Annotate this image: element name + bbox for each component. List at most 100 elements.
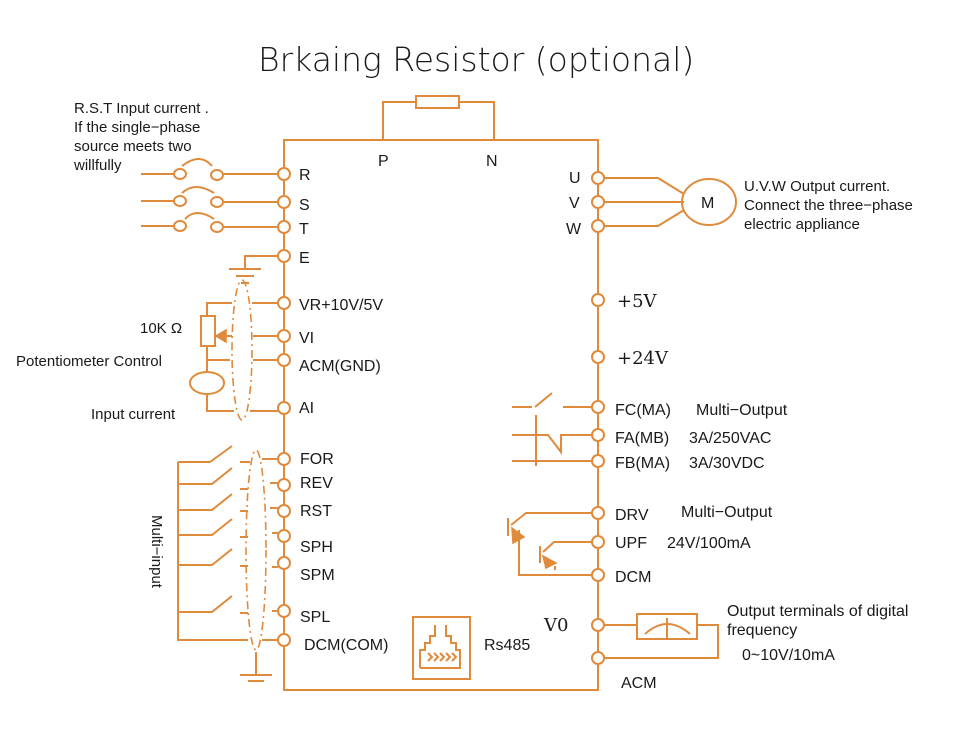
- terminal-spm: [277, 556, 291, 570]
- svg-text:U.V.W Output current.: U.V.W Output current.: [744, 178, 890, 195]
- rs485-port: [412, 616, 471, 680]
- svg-text:3A/30VDC: 3A/30VDC: [689, 455, 765, 472]
- svg-text:R: R: [299, 167, 311, 184]
- wiper-arrow: [214, 328, 227, 344]
- terminal-upf: [591, 535, 605, 549]
- svg-text:VR+10V/5V: VR+10V/5V: [299, 297, 383, 314]
- resistor-symbol: [415, 95, 460, 109]
- braking-resistor: [382, 95, 495, 140]
- terminal-spl: [277, 604, 291, 618]
- terminal-s: [277, 195, 291, 209]
- svg-text:FA(MB): FA(MB): [615, 430, 669, 447]
- terminal-rst: [277, 504, 291, 518]
- svg-text:VI: VI: [299, 330, 314, 347]
- potentiometer-label: Potentiometer Control: [16, 353, 162, 370]
- svg-text:3A/250VAC: 3A/250VAC: [689, 430, 771, 447]
- terminal-5v: [591, 293, 605, 307]
- svg-text:+5V: +5V: [617, 291, 658, 312]
- svg-text:Output terminals of digital: Output terminals of digital: [727, 603, 908, 620]
- svg-text:SPH: SPH: [300, 539, 333, 556]
- potentiometer-circuit: [189, 302, 278, 412]
- svg-text:SPL: SPL: [300, 609, 330, 626]
- terminal-v0: [591, 618, 605, 632]
- resistor-value-label: 10K Ω: [140, 320, 182, 337]
- svg-text:0~10V/10mA: 0~10V/10mA: [742, 647, 835, 664]
- relay-contacts: [512, 392, 592, 466]
- svg-text:E: E: [299, 250, 310, 267]
- potentiometer-symbol: [200, 315, 216, 347]
- earth-ground: [229, 255, 278, 284]
- svg-text:RST: RST: [300, 503, 332, 520]
- svg-text:DCM(COM): DCM(COM): [304, 637, 388, 654]
- svg-text:electric appliance: electric appliance: [744, 216, 860, 233]
- motor-symbol: [681, 178, 737, 226]
- motor-note: U.V.W Output current. Connect the three−…: [744, 178, 913, 233]
- right-terminal-labels: U V W +5V +24V FC(MA) FA(MB) FB(MA) DRV …: [543, 170, 671, 692]
- svg-text:ACM(GND): ACM(GND): [299, 358, 381, 375]
- multi-input-switches: [177, 445, 278, 682]
- terminal-dcm-com: [277, 633, 291, 647]
- terminal-acm: [591, 651, 605, 665]
- svg-text:UPF: UPF: [615, 535, 647, 552]
- svg-text:AI: AI: [299, 400, 314, 417]
- svg-text:ACM: ACM: [621, 675, 657, 692]
- left-terminals: [277, 167, 291, 647]
- input-note: R.S.T Input current . If the single−phas…: [73, 100, 209, 174]
- svg-text:W: W: [566, 221, 582, 238]
- svg-text:FB(MA): FB(MA): [615, 455, 670, 472]
- terminal-t: [277, 220, 291, 234]
- svg-text:S: S: [299, 197, 310, 214]
- terminal-fc: [591, 400, 605, 414]
- svg-text:V: V: [569, 195, 580, 212]
- multi-input-label: Multi−input: [148, 515, 165, 589]
- analog-shield: [231, 279, 253, 421]
- svg-text:willfully: willfully: [73, 157, 122, 174]
- terminal-r: [277, 167, 291, 181]
- terminal-rev: [277, 478, 291, 492]
- svg-text:source meets two: source meets two: [74, 138, 192, 155]
- drive-box: [283, 139, 599, 691]
- svg-text:Multi−Output: Multi−Output: [681, 504, 773, 521]
- svg-text:If the single−phase: If the single−phase: [74, 119, 200, 136]
- svg-text:frequency: frequency: [727, 622, 797, 639]
- svg-text:V0: V0: [543, 615, 568, 636]
- svg-text:SPM: SPM: [300, 567, 335, 584]
- terminal-for: [277, 452, 291, 466]
- terminal-24v: [591, 350, 605, 364]
- motor-connection: [598, 177, 737, 227]
- svg-text:FC(MA): FC(MA): [615, 402, 671, 419]
- terminal-e: [277, 249, 291, 263]
- analog-output-note: Output terminals of digital frequency 0~…: [727, 603, 908, 664]
- svg-text:Multi−Output: Multi−Output: [696, 402, 788, 419]
- terminal-fb: [591, 454, 605, 468]
- current-source-symbol: [189, 371, 225, 395]
- svg-text:DRV: DRV: [615, 507, 649, 524]
- svg-text:U: U: [569, 170, 581, 187]
- svg-text:DCM: DCM: [615, 569, 651, 586]
- relay-notes: Multi−Output 3A/250VAC 3A/30VDC: [689, 402, 788, 472]
- terminal-ai: [277, 401, 291, 415]
- terminal-acm-gnd: [277, 353, 291, 367]
- svg-text:REV: REV: [300, 475, 333, 492]
- terminal-w: [591, 219, 605, 233]
- terminal-p-label: P: [378, 153, 389, 170]
- svg-text:R.S.T Input current .: R.S.T Input current .: [74, 100, 209, 117]
- terminal-sph: [277, 529, 291, 543]
- right-terminals: [591, 171, 605, 665]
- left-terminal-labels: R S T E VR+10V/5V VI ACM(GND) AI FOR REV…: [299, 167, 388, 654]
- terminal-drv: [591, 506, 605, 520]
- svg-text:+24V: +24V: [617, 348, 669, 369]
- input-current-label: Input current: [91, 406, 176, 423]
- transistor-arrow-2: [541, 554, 558, 570]
- svg-text:Connect the three−phase: Connect the three−phase: [744, 197, 913, 214]
- terminal-n-label: N: [486, 153, 498, 170]
- frequency-meter: [598, 613, 719, 659]
- svg-text:FOR: FOR: [300, 451, 334, 468]
- terminal-v: [591, 195, 605, 209]
- rs485-label: Rs485: [484, 637, 530, 654]
- open-collector-transistors: [507, 512, 592, 576]
- open-collector-notes: Multi−Output 24V/100mA: [667, 504, 773, 552]
- terminal-vr: [277, 296, 291, 310]
- transistor-arrow-1: [511, 526, 526, 545]
